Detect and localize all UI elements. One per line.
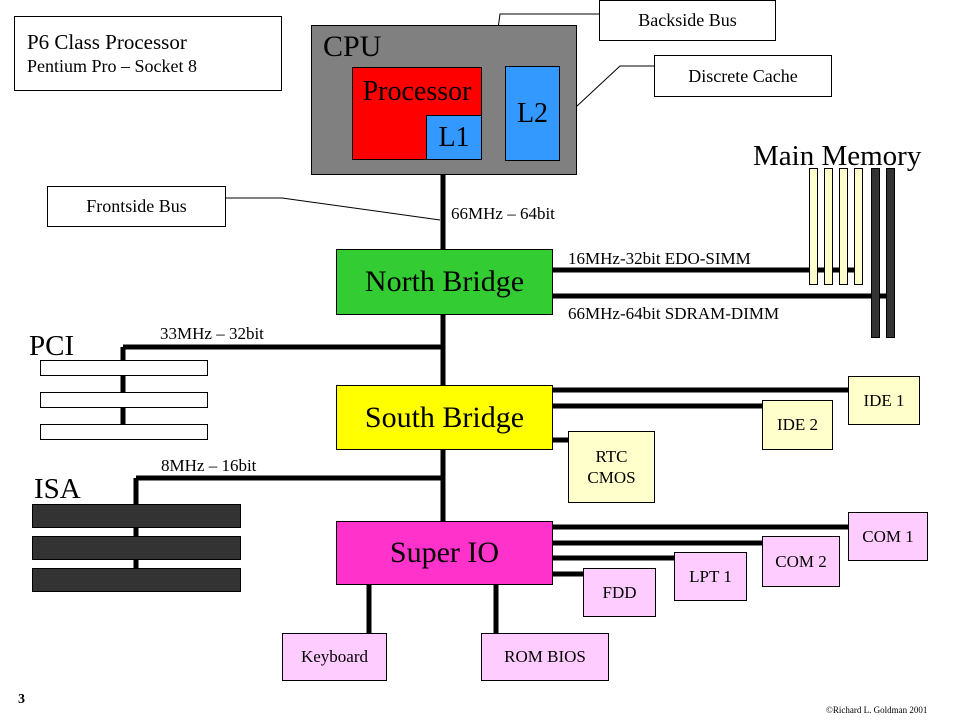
frontside-bus-leader xyxy=(226,197,441,221)
ide1-label: IDE 1 xyxy=(863,390,905,410)
discrete-cache-callout: Discrete Cache xyxy=(654,55,832,97)
rom-bios-device: ROM BIOS xyxy=(481,633,609,681)
cpu-label: CPU xyxy=(323,30,382,63)
simm-slot xyxy=(824,168,833,285)
lpt1-label: LPT 1 xyxy=(689,566,732,586)
south-bridge: South Bridge xyxy=(336,385,553,450)
rtc-cmos-device: RTC CMOS xyxy=(568,431,655,503)
l1-label: L1 xyxy=(438,122,470,153)
dimm-bus-label: 66MHz-64bit SDRAM-DIMM xyxy=(568,304,780,323)
title-line-2: Pentium Pro – Socket 8 xyxy=(27,56,197,77)
com1-label: COM 1 xyxy=(862,526,914,546)
cmos-label: CMOS xyxy=(587,468,636,487)
page-number: 3 xyxy=(18,692,25,707)
com2-label: COM 2 xyxy=(775,551,827,571)
l1-cache: L1 xyxy=(426,115,482,160)
keyboard-label: Keyboard xyxy=(300,647,369,667)
discrete-cache-label: Discrete Cache xyxy=(688,65,798,86)
lpt1-port: LPT 1 xyxy=(674,552,747,601)
processor-label: Processor xyxy=(362,76,472,107)
south-bridge-label: South Bridge xyxy=(364,400,525,434)
discrete-cache-leader xyxy=(561,65,654,121)
rtc-label: RTC xyxy=(595,446,628,466)
simm-bus-label: 16MHz-32bit EDO-SIMM xyxy=(568,249,751,268)
pci-label: PCI xyxy=(29,330,75,362)
title-line-1: P6 Class Processor xyxy=(27,30,187,55)
fdd-device: FDD xyxy=(583,568,656,617)
ide1-device: IDE 1 xyxy=(848,376,920,425)
processor-box: Processor xyxy=(352,67,482,160)
north-bridge-label: North Bridge xyxy=(364,265,525,299)
simm-slot xyxy=(839,168,848,285)
com2-port: COM 2 xyxy=(762,536,840,587)
copyright-notice: ©Richard L. Goldman 2001 xyxy=(826,705,928,715)
isa-slot xyxy=(32,536,241,560)
backside-bus-label: Backside Bus xyxy=(638,10,737,31)
pci-slot xyxy=(40,392,208,408)
simm-slot xyxy=(809,168,818,285)
ide2-device: IDE 2 xyxy=(762,400,833,450)
rom-bios-label: ROM BIOS xyxy=(504,647,586,667)
north-bridge: North Bridge xyxy=(336,249,553,315)
dimm-slot xyxy=(871,168,880,338)
com1-port: COM 1 xyxy=(848,512,928,561)
frontside-bus-label: Frontside Bus xyxy=(86,196,187,217)
frontside-bus-callout: Frontside Bus xyxy=(47,186,226,227)
isa-speed-label: 8MHz – 16bit xyxy=(161,456,257,475)
dimm-slot xyxy=(886,168,895,338)
simm-slot xyxy=(854,168,863,285)
isa-slot xyxy=(32,568,241,592)
l2-cache: L2 xyxy=(505,66,560,161)
isa-label: ISA xyxy=(34,473,81,505)
super-io: Super IO xyxy=(336,521,553,585)
pci-speed-label: 33MHz – 32bit xyxy=(160,324,264,343)
l2-label: L2 xyxy=(516,98,549,129)
isa-slot xyxy=(32,504,241,528)
pci-slot xyxy=(40,424,208,440)
keyboard-device: Keyboard xyxy=(282,633,387,681)
fdd-label: FDD xyxy=(602,582,637,602)
pci-slot xyxy=(40,360,208,376)
ide2-label: IDE 2 xyxy=(776,415,819,435)
main-memory-label: Main Memory xyxy=(753,140,922,172)
backside-bus-callout: Backside Bus xyxy=(599,0,776,41)
title-box: P6 Class Processor Pentium Pro – Socket … xyxy=(14,16,282,91)
super-io-label: Super IO xyxy=(389,536,500,570)
fsb-speed-label: 66MHz – 64bit xyxy=(451,204,555,223)
